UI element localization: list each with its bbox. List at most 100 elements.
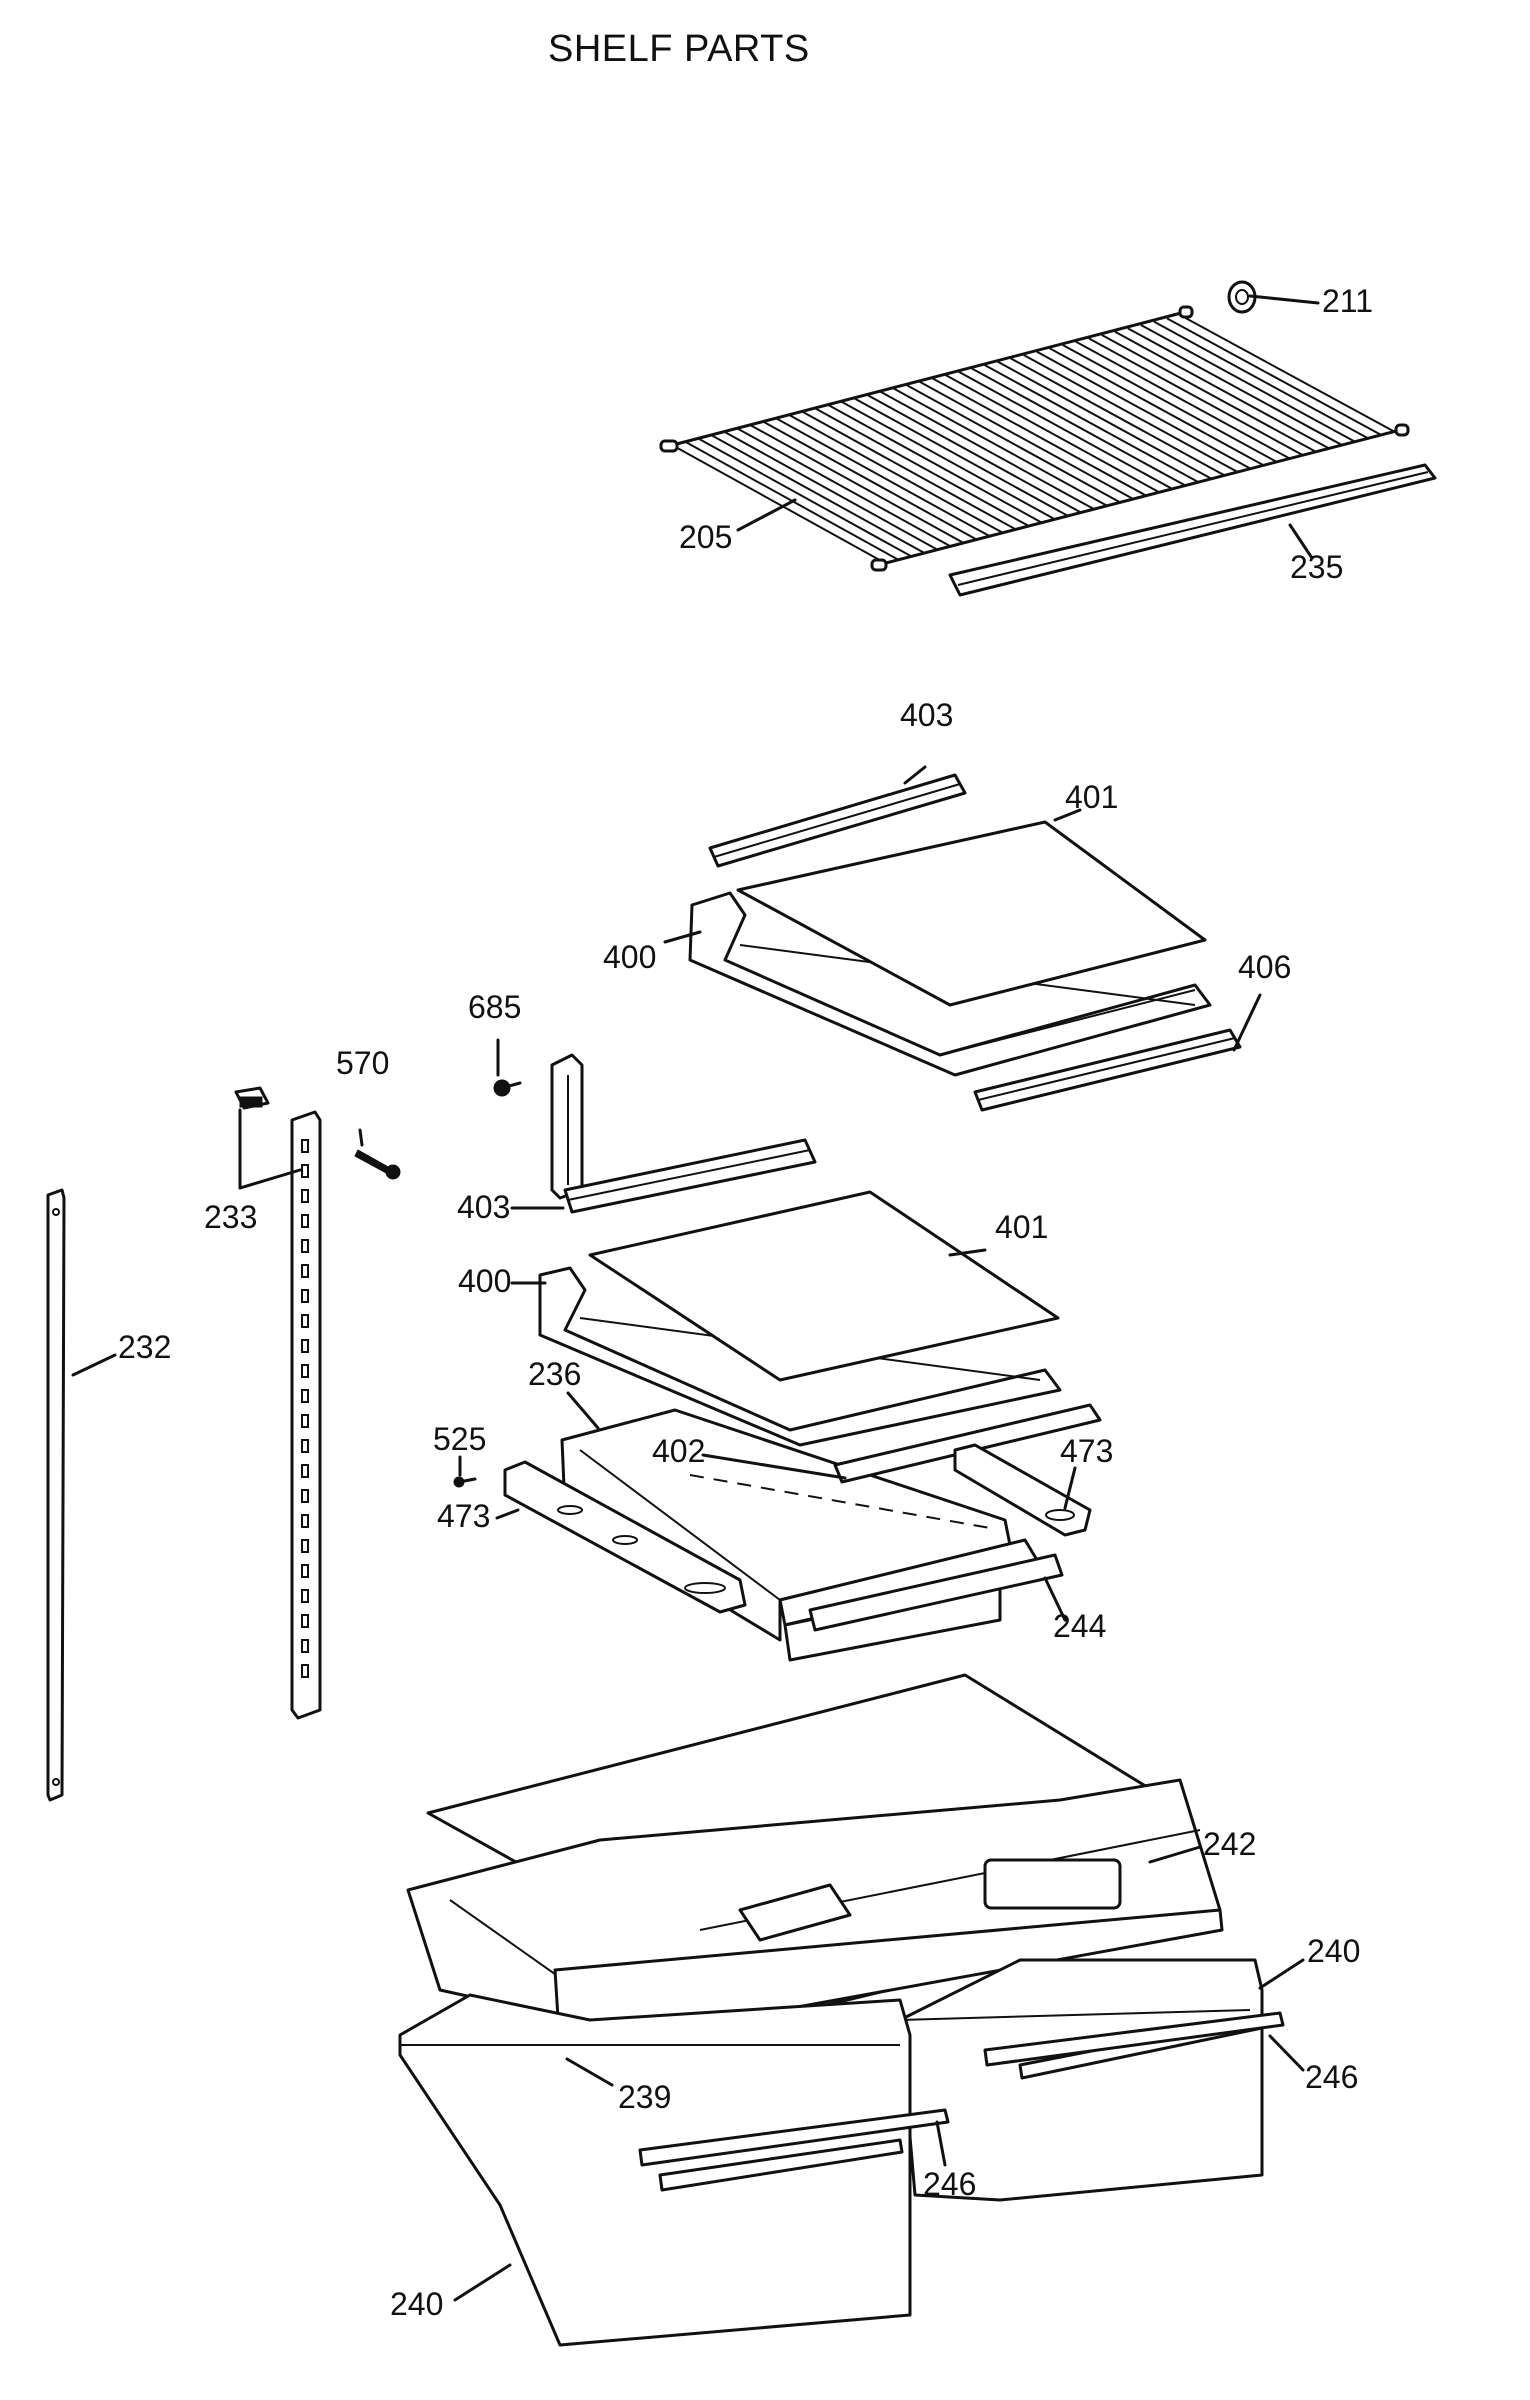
shelf-screw [493, 1079, 522, 1097]
callout-211: 211 [1322, 283, 1373, 319]
rail-slot [301, 1464, 309, 1478]
rail-slot [301, 1564, 309, 1578]
wire-bar [1127, 327, 1344, 447]
rail-slot [301, 1664, 309, 1678]
callout-233: 233 [204, 1199, 257, 1235]
wire-bar [1153, 320, 1370, 440]
callout-244: 244 [1053, 1608, 1106, 1644]
rail-slot [301, 1339, 309, 1353]
wire-bar [932, 377, 1148, 497]
rail-slot [301, 1639, 309, 1653]
callout-246-right: 246 [1305, 2059, 1358, 2095]
rail-cap [234, 1086, 270, 1110]
wire-bar [736, 427, 951, 548]
wire-bar [879, 390, 1095, 511]
wire-bar [762, 420, 978, 541]
callout-labels: 211 205 235 403 401 400 406 685 570 233 … [118, 283, 1373, 2322]
wire-bar [958, 370, 1174, 490]
callout-400-upper: 400 [603, 939, 656, 975]
callout-473-left: 473 [437, 1498, 490, 1534]
callout-246-left: 246 [923, 2166, 976, 2202]
rail-slot [301, 1439, 309, 1453]
rail-slot [301, 1514, 309, 1528]
rail-slot [301, 1164, 309, 1178]
crisper-drawer-left [398, 1993, 912, 2347]
callout-240-right: 240 [1307, 1933, 1360, 1969]
wire-bar [827, 404, 1043, 524]
rail-slot [301, 1414, 309, 1428]
wire-bar [997, 360, 1213, 480]
rail-slot [301, 1264, 309, 1278]
callout-236: 236 [528, 1356, 581, 1392]
callout-406: 406 [1238, 949, 1291, 985]
callout-242: 242 [1203, 1826, 1256, 1862]
drawer-pan-front-trim [808, 1553, 1064, 1632]
rail-slot [301, 1389, 309, 1403]
callout-232: 232 [118, 1329, 171, 1365]
callout-403-upper: 403 [900, 697, 953, 733]
rail-slot [301, 1489, 309, 1503]
rail-slot [301, 1589, 309, 1603]
rail-slot [301, 1239, 309, 1253]
rail-slot [301, 1189, 309, 1203]
crisper-drawer-right [898, 1958, 1264, 2202]
shelf-rail-center [290, 1110, 322, 1720]
rail-slot [301, 1214, 309, 1228]
rail-slot [301, 1314, 309, 1328]
callout-402: 402 [652, 1433, 705, 1469]
rail-slot [301, 1139, 309, 1153]
wire-bar [919, 380, 1134, 501]
middle-glass-panel [588, 1190, 1060, 1382]
wire-bar [892, 387, 1108, 507]
callout-473-right: 473 [1060, 1433, 1113, 1469]
crisper-drawer-left-handle [638, 2108, 950, 2167]
wire-bar [814, 407, 1030, 527]
wire-shelf [659, 305, 1410, 572]
wire-bar [775, 417, 991, 538]
wire-bar [1114, 330, 1331, 450]
diagram-title: SHELF PARTS [548, 28, 810, 70]
callout-239: 239 [618, 2079, 671, 2115]
wire-bar [710, 434, 925, 554]
wire-bar [853, 397, 1069, 517]
wire-bar [984, 364, 1200, 484]
wire-bar [671, 444, 886, 564]
callout-205: 205 [679, 519, 732, 555]
wire-bar [1166, 317, 1383, 437]
small-screw [453, 1476, 477, 1488]
wire-bar [1101, 334, 1318, 454]
wire-bar [945, 374, 1161, 494]
crisper-drawer-right-handle [983, 2011, 1285, 2067]
callout-403-middle: 403 [457, 1189, 510, 1225]
shelf-support-bracket [550, 1053, 584, 1200]
wire-bar [1036, 350, 1252, 470]
callout-685: 685 [468, 989, 521, 1025]
wire-bar [840, 400, 1056, 521]
wire-bar [971, 367, 1187, 487]
wire-bar [1062, 344, 1278, 464]
wire-bar [1179, 314, 1396, 433]
wire-bar [801, 410, 1017, 531]
rail-slot [301, 1614, 309, 1628]
drawer-slide-left [503, 1460, 747, 1614]
wire-shelf-clip [1227, 280, 1257, 314]
callout-401-upper: 401 [1065, 779, 1118, 815]
wire-bar [1140, 324, 1357, 443]
shelf-trim-strip [948, 463, 1437, 597]
shelf-rail-left [46, 1188, 66, 1802]
wire-bar [1075, 340, 1291, 460]
middle-shelf-rear-trim [563, 1138, 817, 1214]
wire-bar [1049, 347, 1265, 467]
callout-240-left: 240 [390, 2286, 443, 2322]
wire-bar [1023, 354, 1239, 474]
callout-400-middle: 400 [458, 1263, 511, 1299]
callout-570: 570 [336, 1045, 389, 1081]
rail-slot [301, 1539, 309, 1553]
upper-shelf-front-trim [973, 1028, 1242, 1112]
wire-bar [788, 414, 1004, 534]
rail-slot [301, 1364, 309, 1378]
leader-lines [71, 294, 1320, 2302]
wire-bar [697, 437, 912, 558]
wire-bar [905, 384, 1121, 504]
